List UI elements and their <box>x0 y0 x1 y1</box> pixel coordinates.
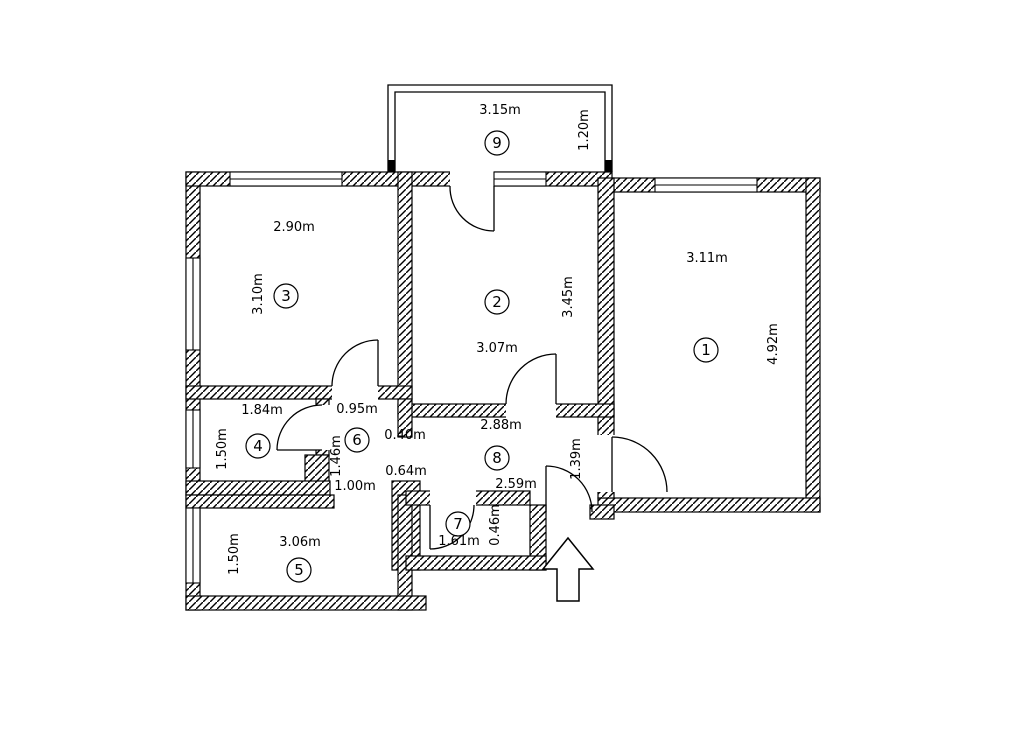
wall-room5-right <box>397 494 413 611</box>
dim-room2-width: 3.07m <box>476 341 518 356</box>
opening-room1-door <box>597 435 615 492</box>
door-arc-balcony <box>449 185 495 232</box>
wall-hall-stub <box>397 398 413 438</box>
balcony-rail-tick-right <box>605 160 612 172</box>
room-9-number: 9 <box>492 134 502 152</box>
room-5-number: 5 <box>294 561 304 579</box>
wall-exterior-right <box>805 177 821 513</box>
wall-room3-bottom <box>185 385 413 400</box>
dim-room3-height: 3.10m <box>251 273 266 315</box>
room-6-number: 6 <box>352 431 362 449</box>
dim-room2-height: 3.45m <box>561 276 576 318</box>
dim-room1-width: 3.11m <box>686 251 728 266</box>
dim-room4-width: 1.84m <box>241 403 283 418</box>
room-2-badge <box>484 289 510 315</box>
room-3-badge <box>273 283 299 309</box>
entrance-arrow <box>541 536 595 602</box>
window-room4-left <box>185 409 201 469</box>
wall-room4-bottom <box>185 480 331 496</box>
room-7-badge <box>445 511 471 537</box>
dim-door7-width: 0.64m <box>385 464 427 479</box>
wall-divider-room2-room1 <box>597 177 615 499</box>
dim-hall-gap: 0.40m <box>384 428 426 443</box>
window-room2-top <box>493 171 547 187</box>
wall-divider-room3-room2 <box>397 171 413 400</box>
wall-exterior-bottom <box>185 595 427 611</box>
room-8-badge <box>484 445 510 471</box>
windows-layer <box>185 171 758 584</box>
room-8-number: 8 <box>492 449 502 467</box>
room-4-number: 4 <box>253 437 263 455</box>
dim-room6-width: 0.95m <box>336 402 378 417</box>
dim-corridor-width: 1.00m <box>334 479 376 494</box>
openings-layer <box>315 171 615 506</box>
balcony-rail-outer <box>387 84 613 172</box>
room-9-badge <box>484 130 510 156</box>
dim-room8-width: 2.88m <box>480 418 522 433</box>
dim-room6-height: 1.46m <box>329 435 344 477</box>
room-5-badge <box>286 557 312 583</box>
opening-room3-door <box>332 385 378 400</box>
opening-room4-door <box>315 405 330 450</box>
dim-hall-bottom-width: 2.59m <box>495 477 537 492</box>
dim-room9-height: 1.20m <box>577 109 592 151</box>
dim-room3-width: 2.90m <box>273 220 315 235</box>
dim-room4-height: 1.50m <box>215 428 230 470</box>
dim-room5-height: 1.50m <box>227 533 242 575</box>
room-4-badge <box>245 433 271 459</box>
room-3-number: 3 <box>281 287 291 305</box>
room-1-badge <box>693 337 719 363</box>
dim-room8-height: 1.39m <box>569 438 584 480</box>
window-room1-top <box>654 177 758 193</box>
room-7-number: 7 <box>453 515 463 533</box>
room-1-number: 1 <box>701 341 711 359</box>
room-6-badge <box>344 427 370 453</box>
dim-room1-height: 4.92m <box>766 323 781 365</box>
door-arc-room3 <box>331 339 379 387</box>
window-room5-left <box>185 507 201 584</box>
dimensions-layer: 3.11m 4.92m 3.07m 3.45m 2.90m 3.10m 1.84… <box>215 103 781 575</box>
window-room3-top <box>229 171 343 187</box>
wall-room5-top <box>185 494 335 509</box>
dim-room9-width: 3.15m <box>479 103 521 118</box>
opening-room2-hall-door <box>506 403 556 418</box>
balcony-rail-tick-left <box>388 160 395 172</box>
door-arc-entrance <box>545 465 593 513</box>
wall-room1-bottom <box>597 497 821 513</box>
dim-room5-width: 3.06m <box>279 535 321 550</box>
dim-room7-height: 0.46m <box>488 504 503 546</box>
wall-room7-bottom <box>405 555 547 571</box>
balcony-rail-inner <box>394 91 606 172</box>
door-arc-room4 <box>276 404 323 451</box>
balcony-railing <box>387 84 613 172</box>
dim-room7-width: 1.61m <box>438 534 480 549</box>
door-arc-room1 <box>611 436 668 493</box>
opening-balcony-door <box>450 171 494 187</box>
room-2-number: 2 <box>492 293 502 311</box>
opening-room7-door <box>430 490 476 506</box>
room-badges-layer: 1 2 3 4 5 6 7 8 9 <box>245 130 719 583</box>
window-room3-left <box>185 257 201 351</box>
wall-entry-stub <box>589 504 615 520</box>
door-arc-room2-hall <box>505 353 557 405</box>
